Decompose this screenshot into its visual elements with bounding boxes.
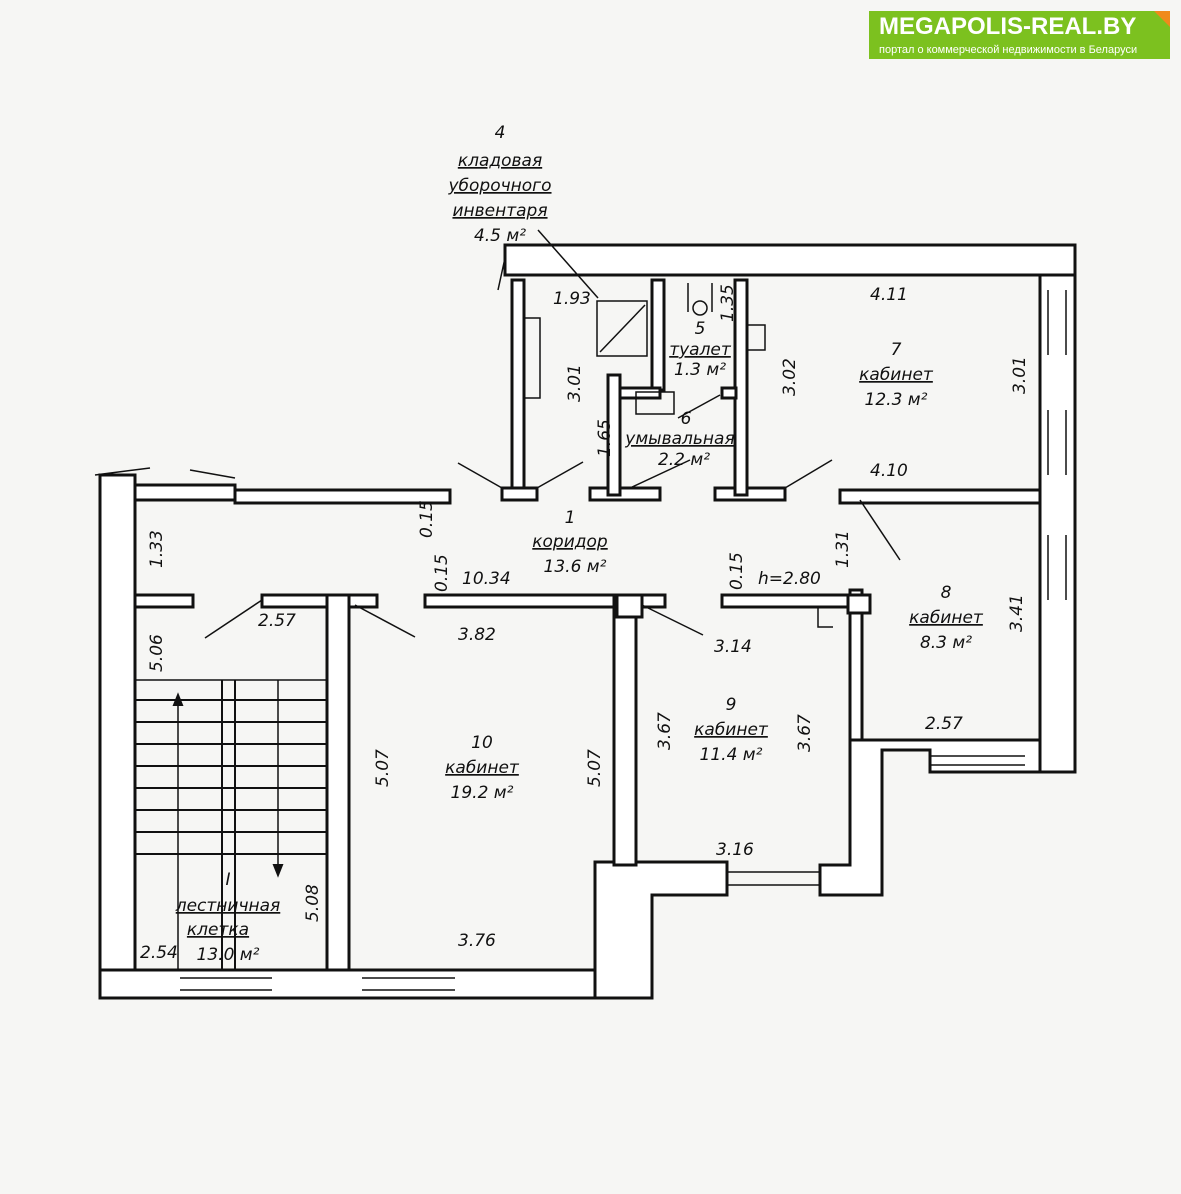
plan-label: 2.54 <box>140 943 178 963</box>
plan-label: 13.6 м² <box>544 557 607 577</box>
room-4-label: 4 кладовая уборочного инвентаря 4.5 м² <box>447 123 551 246</box>
plan-label: 3.02 <box>780 358 800 396</box>
plan-label: 2.2 м² <box>658 450 710 470</box>
plan-label: умывальная <box>624 429 734 449</box>
plan-label: 1.31 <box>833 530 853 568</box>
sink-fixture <box>596 300 648 357</box>
plan-label: 3.16 <box>716 840 754 860</box>
plan-label: 12.3 м² <box>865 390 928 410</box>
fixtures <box>523 283 833 628</box>
plan-label: 5.06 <box>147 634 167 672</box>
room-number: 4 <box>495 123 506 143</box>
plan-label: 8 <box>941 583 952 603</box>
stairwell-label: I лестничная клетка 13.0 м² <box>175 870 281 965</box>
room-name: кладовая <box>458 151 542 171</box>
room-7-label: 7 кабинет 12.3 м² <box>859 340 934 410</box>
plan-label: 3.01 <box>1010 356 1030 394</box>
plan-label: 3.76 <box>458 931 496 951</box>
room-area: 4.5 м² <box>474 226 526 246</box>
plan-label: 6 <box>681 409 692 429</box>
plan-label: 2.57 <box>925 714 963 734</box>
plan-label: 3.82 <box>458 625 496 645</box>
plan-label: лестничная <box>175 896 281 916</box>
room-1-label: 1 коридор 13.6 м² <box>532 508 608 577</box>
plan-label: 4.10 <box>870 461 908 481</box>
plan-label: коридор <box>532 532 608 552</box>
plan-label: 1.93 <box>553 289 591 309</box>
plan-label: 1.35 <box>718 284 738 322</box>
room-6-label: 6 умывальная 2.2 м² <box>624 409 734 470</box>
walls <box>98 243 1077 1000</box>
plan-label: кабинет <box>445 758 520 778</box>
plan-label: I <box>225 870 230 890</box>
plan-label: h=2.80 <box>758 569 821 589</box>
room-8-label: 8 кабинет 8.3 м² <box>909 583 984 653</box>
room-10-label: 10 кабинет 19.2 м² <box>445 733 520 803</box>
dimension-labels: 1.93 3.01 1.65 1.35 3.02 4.11 3.01 4.10 … <box>140 284 1030 963</box>
plan-label: 11.4 м² <box>700 745 763 765</box>
plan-label: 10 <box>471 733 493 753</box>
toilet-fixture <box>687 283 713 312</box>
plan-label: 3.41 <box>1007 594 1027 632</box>
plan-label: 1 <box>565 508 576 528</box>
plan-label: 5.07 <box>585 749 605 787</box>
plan-label: 13.0 м² <box>197 945 260 965</box>
radiator <box>746 324 766 351</box>
plan-label: 0.15 <box>727 552 747 590</box>
stair-steps <box>134 679 328 971</box>
plan-label: 3.67 <box>655 712 675 750</box>
megapolis-logo[interactable]: MEGAPOLIS-REAL.BY портал о коммерческой … <box>869 11 1170 59</box>
plan-label: кабинет <box>909 608 984 628</box>
plan-label: туалет <box>669 340 732 360</box>
plan-label: 9 <box>726 695 737 715</box>
niche <box>817 607 833 628</box>
room-9-label: 9 кабинет 11.4 м² <box>694 695 769 765</box>
plan-label: 19.2 м² <box>451 783 514 803</box>
plan-label: 7 <box>891 340 902 360</box>
logo-subtitle: портал о коммерческой недвижимости в Бел… <box>879 44 1138 56</box>
plan-label: 1.3 м² <box>674 360 726 380</box>
radiator <box>523 317 541 399</box>
logo-title: MEGAPOLIS-REAL.BY <box>879 13 1137 40</box>
plan-label: 5 <box>695 319 706 339</box>
plan-label: 2.57 <box>258 611 296 631</box>
room-name: инвентаря <box>452 201 547 221</box>
plan-label: 0.15 <box>417 500 437 538</box>
plan-label: кабинет <box>859 365 934 385</box>
plan-label: 3.01 <box>565 364 585 402</box>
washbasin <box>635 391 675 415</box>
plan-label: клетка <box>187 920 249 940</box>
room-5-label: 5 туалет 1.3 м² <box>669 319 732 380</box>
windows-bottom <box>180 755 1025 991</box>
plan-label: 0.15 <box>432 554 452 592</box>
plan-label: 1.65 <box>595 419 615 457</box>
plan-label: 10.34 <box>462 569 511 589</box>
plan-label: 3.14 <box>714 637 752 657</box>
plan-label: 1.33 <box>147 530 167 568</box>
door-swings <box>94 229 901 639</box>
plan-label: 4.11 <box>870 285 908 305</box>
windows-right <box>1047 290 1067 600</box>
plan-label: 5.08 <box>303 884 323 922</box>
room-name: уборочного <box>447 176 551 196</box>
plan-label: кабинет <box>694 720 769 740</box>
plan-label: 8.3 м² <box>920 633 972 653</box>
plan-label: 3.67 <box>795 714 815 752</box>
plan-label: 5.07 <box>373 749 393 787</box>
